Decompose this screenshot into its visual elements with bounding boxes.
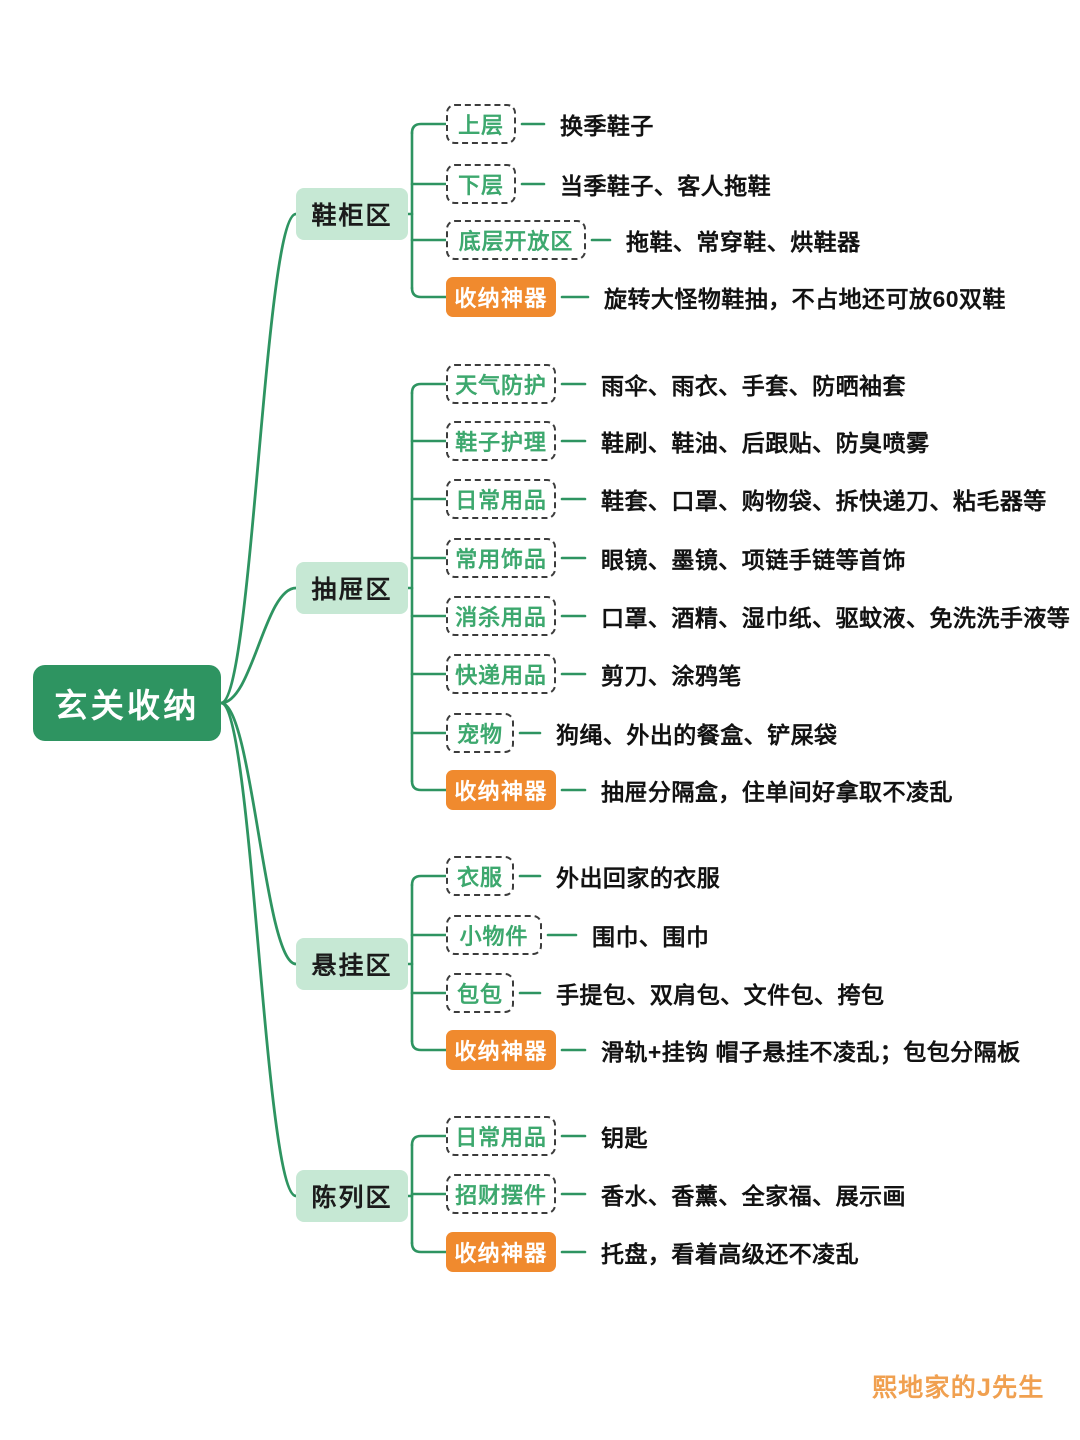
branch-2-node[interactable]: 悬挂区 xyxy=(296,938,408,990)
branch-2-child-3-elbow-line xyxy=(410,1039,448,1052)
branch-0-child-1-node[interactable]: 下层 xyxy=(446,164,516,204)
branch-3-child-2-detail: 托盘，看着高级还不凌乱 xyxy=(601,1241,860,1267)
branch-1-child-0-detail: 雨伞、雨衣、手套、防晒袖套 xyxy=(601,373,906,399)
branch-1-child-5-detail: 剪刀、涂鸦笔 xyxy=(601,663,742,689)
branch-2-child-0-detail: 外出回家的衣服 xyxy=(556,865,721,891)
root-node[interactable]: 玄关收纳 xyxy=(33,665,221,741)
branch-1-child-4-detail: 口罩、酒精、湿巾纸、驱蚊液、免洗洗手液等 xyxy=(601,605,1071,631)
branch-2-child-0-elbow-line xyxy=(410,874,448,887)
branch-0-node[interactable]: 鞋柜区 xyxy=(296,188,408,240)
branch-3-child-0-elbow-line xyxy=(410,1134,448,1147)
branch-0-child-1-detail: 当季鞋子、客人拖鞋 xyxy=(560,173,772,199)
branch-3-child-0-detail: 钥匙 xyxy=(601,1125,648,1151)
branch-3-child-0-node[interactable]: 日常用品 xyxy=(446,1116,556,1156)
branch-1-child-6-node[interactable]: 宠物 xyxy=(446,713,514,753)
branch-1-child-2-node[interactable]: 日常用品 xyxy=(446,479,556,519)
branch-2-child-1-node[interactable]: 小物件 xyxy=(446,915,542,955)
branch-3-child-1-node[interactable]: 招财摆件 xyxy=(446,1174,556,1214)
branch-3-child-2-node[interactable]: 收纳神器 xyxy=(446,1232,556,1272)
branch-1-child-0-elbow-line xyxy=(410,382,448,395)
branch-2-child-3-node[interactable]: 收纳神器 xyxy=(446,1030,556,1070)
branch-0-child-0-elbow-line xyxy=(410,122,448,135)
branch-2-child-0-node[interactable]: 衣服 xyxy=(446,856,514,896)
branch-0-child-3-node[interactable]: 收纳神器 xyxy=(446,277,556,317)
root-to-branch-0-line xyxy=(219,212,298,705)
branch-1-child-7-detail: 抽屉分隔盒，住单间好拿取不凌乱 xyxy=(601,779,953,805)
root-to-branch-1-line xyxy=(219,586,298,705)
branch-0-child-3-detail: 旋转大怪物鞋抽，不占地还可放60双鞋 xyxy=(604,286,1006,312)
branch-0-child-3-elbow-line xyxy=(410,286,448,299)
branch-1-child-1-node[interactable]: 鞋子护理 xyxy=(446,421,556,461)
branch-1-child-5-node[interactable]: 快递用品 xyxy=(446,654,556,694)
branch-3-child-2-elbow-line xyxy=(410,1241,448,1254)
branch-1-child-3-node[interactable]: 常用饰品 xyxy=(446,538,556,578)
branch-0-child-0-detail: 换季鞋子 xyxy=(560,113,654,139)
branch-3-node[interactable]: 陈列区 xyxy=(296,1170,408,1222)
branch-2-child-2-detail: 手提包、双肩包、文件包、挎包 xyxy=(556,982,885,1008)
branch-1-child-3-detail: 眼镜、墨镜、项链手链等首饰 xyxy=(601,547,906,573)
branch-0-child-0-node[interactable]: 上层 xyxy=(446,104,516,144)
branch-1-child-7-node[interactable]: 收纳神器 xyxy=(446,770,556,810)
root-to-branch-3-line xyxy=(219,701,298,1198)
branch-2-child-2-node[interactable]: 包包 xyxy=(446,973,514,1013)
branch-2-child-3-detail: 滑轨+挂钩 帽子悬挂不凌乱；包包分隔板 xyxy=(601,1039,1021,1065)
branch-0-child-2-detail: 拖鞋、常穿鞋、烘鞋器 xyxy=(626,229,861,255)
branch-0-child-2-node[interactable]: 底层开放区 xyxy=(446,220,586,260)
branch-1-child-7-elbow-line xyxy=(410,779,448,792)
watermark-label: 熙地家的J先生 xyxy=(872,1374,1045,1402)
branch-3-child-1-detail: 香水、香薰、全家福、展示画 xyxy=(601,1183,906,1209)
branch-1-child-0-node[interactable]: 天气防护 xyxy=(446,364,556,404)
branch-1-child-6-detail: 狗绳、外出的餐盒、铲屎袋 xyxy=(556,722,838,748)
branch-1-child-1-detail: 鞋刷、鞋油、后跟贴、防臭喷雾 xyxy=(601,430,930,456)
branch-1-child-4-node[interactable]: 消杀用品 xyxy=(446,596,556,636)
branch-1-node[interactable]: 抽屉区 xyxy=(296,562,408,614)
branch-2-child-1-detail: 围巾、围巾 xyxy=(592,924,710,950)
root-to-branch-2-line xyxy=(219,701,298,966)
branch-1-child-2-detail: 鞋套、口罩、购物袋、拆快递刀、粘毛器等 xyxy=(601,488,1047,514)
